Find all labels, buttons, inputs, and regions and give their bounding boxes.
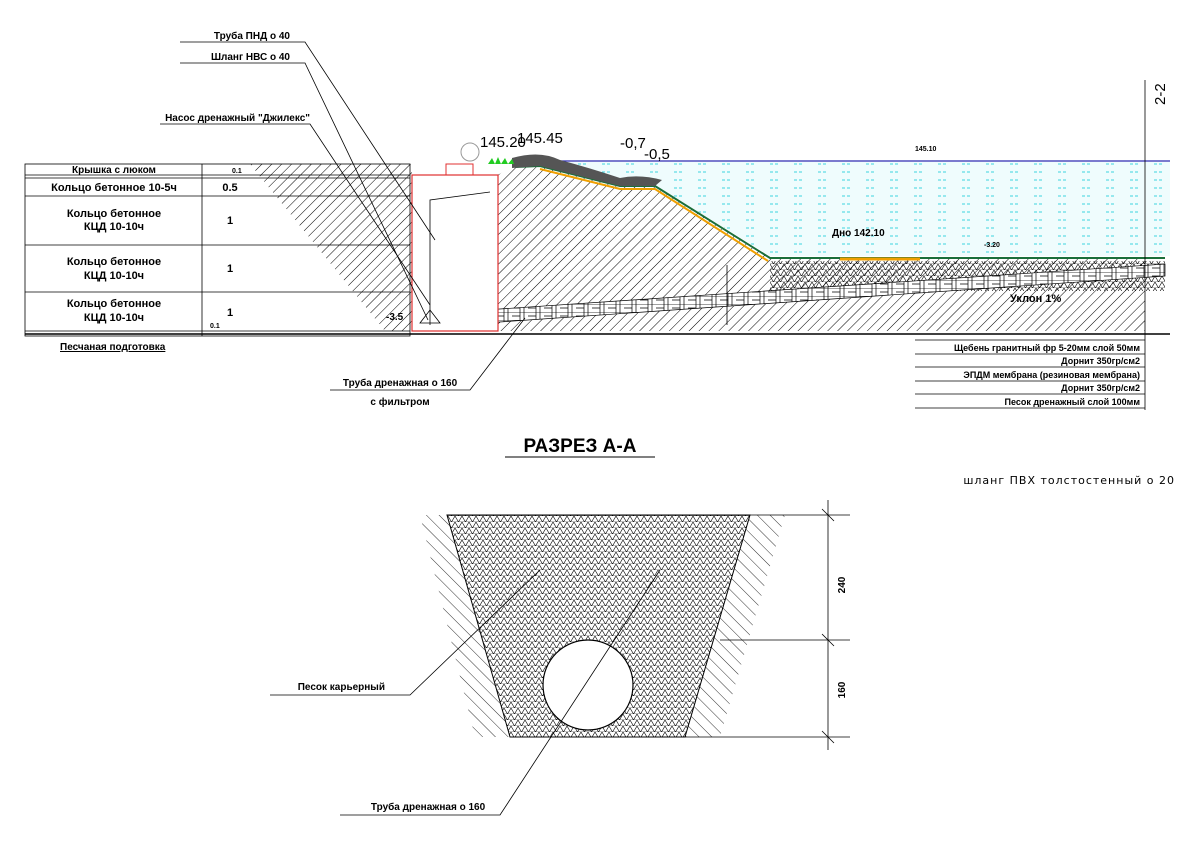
drain-pipe-circle xyxy=(542,639,634,731)
well-table xyxy=(24,163,411,337)
layers-legend xyxy=(915,339,1145,409)
section-title: РАЗРЕЗ А-А xyxy=(524,436,637,457)
base-value: 0.1 xyxy=(210,323,220,330)
layer-label: Песок дренажный слой 100мм xyxy=(1004,397,1140,407)
elevation-145-20: 145.20 xyxy=(480,134,526,151)
hose-note: шланг ПВХ толстостенный о 20 xyxy=(963,474,1175,487)
pipe-pnd-label: Труба ПНД о 40 xyxy=(214,30,291,42)
table-row-name2: КЦД 10-10ч xyxy=(84,270,144,282)
dimension-240: 240 xyxy=(837,576,848,593)
elevation-145-45: 145.45 xyxy=(517,130,563,147)
layer-label: Дорнит 350гр/см2 xyxy=(1061,356,1140,366)
shrub-icon xyxy=(460,142,480,162)
hose-nvs-label: Шланг НВС о 40 xyxy=(211,52,290,63)
table-row-value: 0.5 xyxy=(222,182,237,194)
elevation-minus-3-20: -3.20 xyxy=(984,242,1000,249)
section-pipe-label: Труба дренажная о 160 xyxy=(371,801,486,813)
grass-icon xyxy=(488,157,514,164)
elevation-minus-0-5: -0,5 xyxy=(644,146,670,163)
elevation-minus-0-7: -0,7 xyxy=(620,135,646,152)
dimension-lines xyxy=(685,500,850,750)
sand-prep-label: Песчаная подготовка xyxy=(60,342,166,353)
with-filter-label: с фильтром xyxy=(370,396,429,408)
dimension-160: 160 xyxy=(837,681,848,698)
layer-label: Дорнит 350гр/см2 xyxy=(1061,383,1140,393)
table-row-value: 1 xyxy=(227,263,233,275)
stone-riprap xyxy=(512,154,662,186)
water-level-mark: 145.10 xyxy=(915,146,937,153)
table-row-name: Кольцо бетонное 10-5ч xyxy=(51,182,177,194)
manhole-lid xyxy=(445,163,474,176)
well-bottom-elevation: -3.5 xyxy=(386,312,404,323)
table-row-value: 0.1 xyxy=(232,168,242,175)
trench-right-soil xyxy=(685,515,785,737)
table-row-name: Кольцо бетонное xyxy=(67,208,161,220)
section-leaders xyxy=(270,569,661,816)
pump-label: Насос дренажный "Джилекс" xyxy=(165,113,310,124)
layer-label: ЭПДМ мембрана (резиновая мембрана) xyxy=(963,370,1140,380)
table-row-value: 1 xyxy=(227,215,233,227)
sand-layer xyxy=(539,168,769,262)
table-row-name: Кольцо бетонное xyxy=(67,298,161,310)
table-row-name: Кольцо бетонное xyxy=(67,256,161,268)
drain-pipe-label: Труба дренажная о 160 xyxy=(343,377,458,389)
section-mark: 2-2 xyxy=(1152,83,1169,105)
trench-left-soil xyxy=(420,515,510,737)
table-row-name2: КЦД 10-10ч xyxy=(84,312,144,324)
slope-label: Уклон 1% xyxy=(1010,293,1061,305)
quarry-sand-label: Песок карьерный xyxy=(298,682,385,693)
table-row-name: Крышка с люком xyxy=(72,165,156,176)
table-row-name2: КЦД 10-10ч xyxy=(84,221,144,233)
drainage-well xyxy=(411,174,499,332)
table-row-value: 1 xyxy=(227,307,233,319)
layer-label: Щебень гранитный фр 5-20мм слой 50мм xyxy=(954,343,1140,353)
water-body xyxy=(540,162,1170,256)
bottom-elevation: Дно 142.10 xyxy=(832,228,885,239)
